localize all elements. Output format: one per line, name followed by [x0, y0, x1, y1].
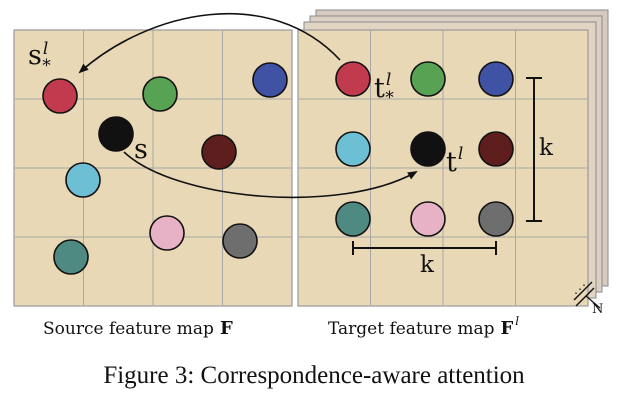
target-point-label: tl [446, 144, 463, 178]
target-point-black [410, 131, 446, 167]
source-points [42, 62, 288, 275]
source-match-label: sl* [28, 39, 51, 76]
window-bracket-vertical [526, 77, 542, 222]
window-size-horizontal-label: k [420, 252, 435, 278]
target-point-blue [478, 61, 514, 97]
target-point-cyan [335, 131, 371, 167]
source-point-maroon [201, 134, 237, 170]
source-point-green [142, 76, 178, 112]
arrow-source-to-target [123, 151, 418, 199]
source-point-gray [222, 223, 258, 259]
arrow-target-to-source [78, 12, 341, 74]
target-match-label: tl* [374, 70, 394, 108]
source-point-blue [252, 62, 288, 98]
target-point-gray [478, 201, 514, 237]
target-point-teal [335, 201, 371, 237]
window-size-vertical-label: k [539, 135, 554, 161]
source-point-black [98, 116, 134, 152]
figure-caption: Figure 3: Correspondence-aware attention [103, 362, 525, 389]
stack-dots: ⋰ [574, 282, 586, 296]
target-point-red [335, 61, 371, 97]
stack-size-indicator: ⋰ N [573, 281, 603, 317]
source-point-teal [53, 239, 89, 275]
source-point-cyan [65, 162, 101, 198]
window-bracket-horizontal [352, 241, 497, 255]
source-point-pink [149, 215, 185, 251]
source-point-red [42, 78, 78, 114]
target-points [335, 61, 514, 237]
target-point-pink [410, 201, 446, 237]
source-point-label: s [134, 134, 148, 165]
target-point-green [410, 61, 446, 97]
target-point-maroon [478, 131, 514, 167]
stack-label: N [592, 302, 603, 317]
